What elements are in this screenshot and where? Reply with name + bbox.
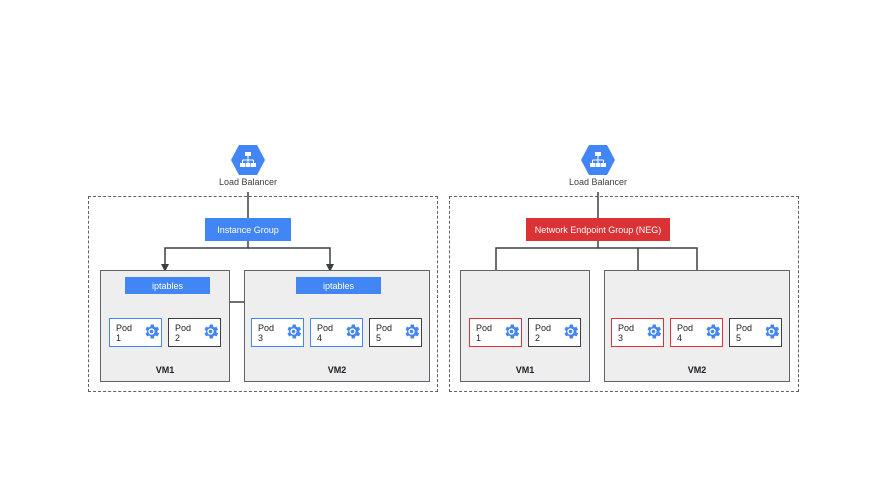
pod-label: Pod 5: [736, 322, 753, 343]
pod-label: Pod 1: [476, 322, 493, 343]
vm2-label: VM2: [687, 365, 707, 375]
right-cluster-boundary: [449, 196, 799, 392]
load-balancer-label: Load Balancer: [218, 177, 278, 187]
pod-label: Pod 4: [317, 322, 334, 343]
pod-box-left-5: Pod 5: [369, 318, 422, 347]
pod-label: Pod 1: [116, 322, 133, 343]
gear-icon: [561, 322, 580, 343]
gear-icon: [762, 322, 781, 343]
iptables-box-vm1: iptables: [125, 277, 210, 294]
pod-box-right-4: Pod 4: [670, 318, 723, 347]
pod-label: Pod 2: [535, 322, 552, 343]
gear-icon: [343, 322, 362, 343]
vm2-label: VM2: [327, 365, 347, 375]
gear-icon: [142, 322, 161, 343]
gear-icon: [502, 322, 521, 343]
gear-icon: [703, 322, 722, 343]
pod-label: Pod 3: [618, 322, 635, 343]
gear-icon: [201, 322, 220, 343]
gear-icon: [644, 322, 663, 343]
pod-label: Pod 4: [677, 322, 694, 343]
vm1-label: VM1: [155, 365, 175, 375]
pod-label: Pod 2: [175, 322, 192, 343]
pod-box-right-5: Pod 5: [729, 318, 782, 347]
pod-box-left-2: Pod 2: [168, 318, 221, 347]
pod-box-right-1: Pod 1: [469, 318, 522, 347]
left-cluster-boundary: [88, 196, 438, 392]
gear-icon: [402, 322, 421, 343]
instance-group-box: Instance Group: [205, 218, 291, 241]
vm1-label: VM1: [515, 365, 535, 375]
pod-box-left-1: Pod 1: [109, 318, 162, 347]
load-balancer-label: Load Balancer: [568, 177, 628, 187]
neg-box: Network Endpoint Group (NEG): [526, 218, 670, 241]
pod-box-left-3: Pod 3: [251, 318, 304, 347]
load-balancer-hex-icon: [231, 144, 265, 176]
pod-box-right-2: Pod 2: [528, 318, 581, 347]
pod-label: Pod 5: [376, 322, 393, 343]
pod-label: Pod 3: [258, 322, 275, 343]
iptables-box-vm2: iptables: [296, 277, 381, 294]
pod-box-left-4: Pod 4: [310, 318, 363, 347]
pod-box-right-3: Pod 3: [611, 318, 664, 347]
gear-icon: [284, 322, 303, 343]
load-balancer-hex-icon: [581, 144, 615, 176]
